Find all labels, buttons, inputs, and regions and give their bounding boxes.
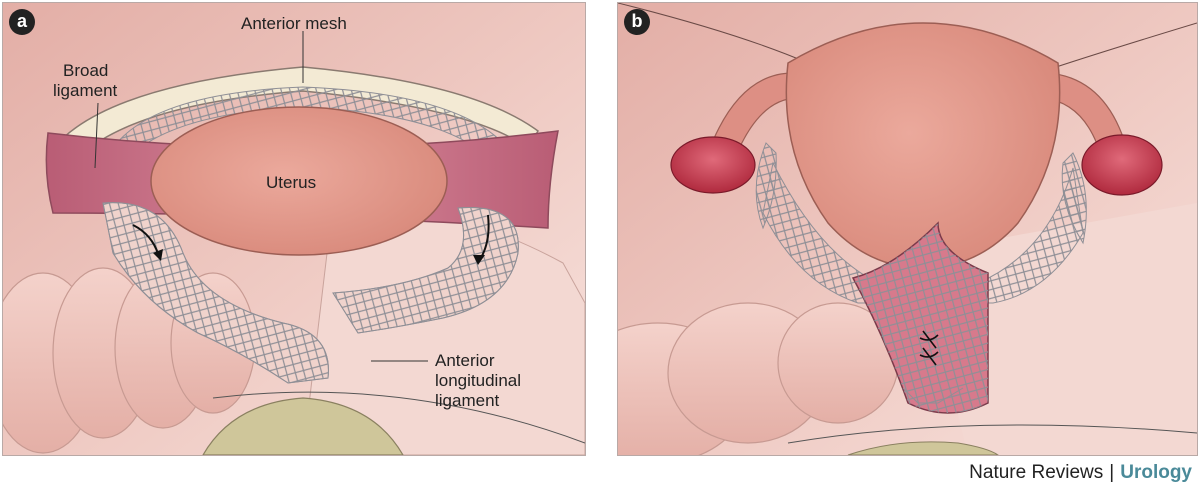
panel-a: a Anterior mesh Broad ligament Uterus An… — [2, 2, 586, 456]
suture-icon — [919, 330, 939, 366]
label-broad-ligament-2: ligament — [53, 81, 118, 100]
posterior-mesh — [762, 161, 1084, 304]
peritoneal-line-b — [787, 424, 1197, 444]
sacrum-b — [847, 441, 999, 455]
right-mesh-strip — [332, 207, 519, 334]
ligament-line-left — [618, 3, 809, 64]
publisher-name: Nature Reviews — [969, 462, 1104, 483]
panel-b: b — [617, 2, 1198, 456]
panel-a-badge: a — [9, 9, 35, 35]
bowel-loops-b — [618, 302, 899, 455]
vaginal-mesh — [853, 223, 988, 413]
uterus — [150, 106, 448, 256]
label-broad-ligament-1: Broad — [63, 61, 109, 80]
panel-b-illustration — [618, 3, 1197, 455]
journal-credit: Nature Reviews|Urology — [969, 462, 1192, 484]
label-anterior-longitudinal-2: longitudinal — [435, 371, 522, 390]
leader-broad-ligament — [94, 102, 99, 169]
credit-separator: | — [1109, 462, 1115, 483]
panel-b-badge: b — [624, 9, 650, 35]
label-uterus: Uterus — [266, 173, 317, 192]
left-ovary — [670, 136, 756, 194]
right-arrowhead-icon — [473, 255, 485, 265]
sacrum — [202, 397, 404, 455]
left-arrowhead-icon — [153, 249, 163, 261]
panel-a-illustration — [3, 3, 585, 455]
right-ovary — [1081, 134, 1163, 196]
label-anterior-mesh: Anterior mesh — [241, 14, 347, 33]
label-anterior-longitudinal-3: ligament — [435, 391, 500, 410]
uterus-b — [785, 22, 1061, 269]
peritoneal-line — [212, 391, 585, 444]
left-mesh-strip — [102, 202, 329, 384]
journal-name: Urology — [1120, 462, 1192, 483]
label-anterior-longitudinal-1: Anterior — [435, 351, 495, 370]
mesh-edge — [902, 387, 964, 404]
